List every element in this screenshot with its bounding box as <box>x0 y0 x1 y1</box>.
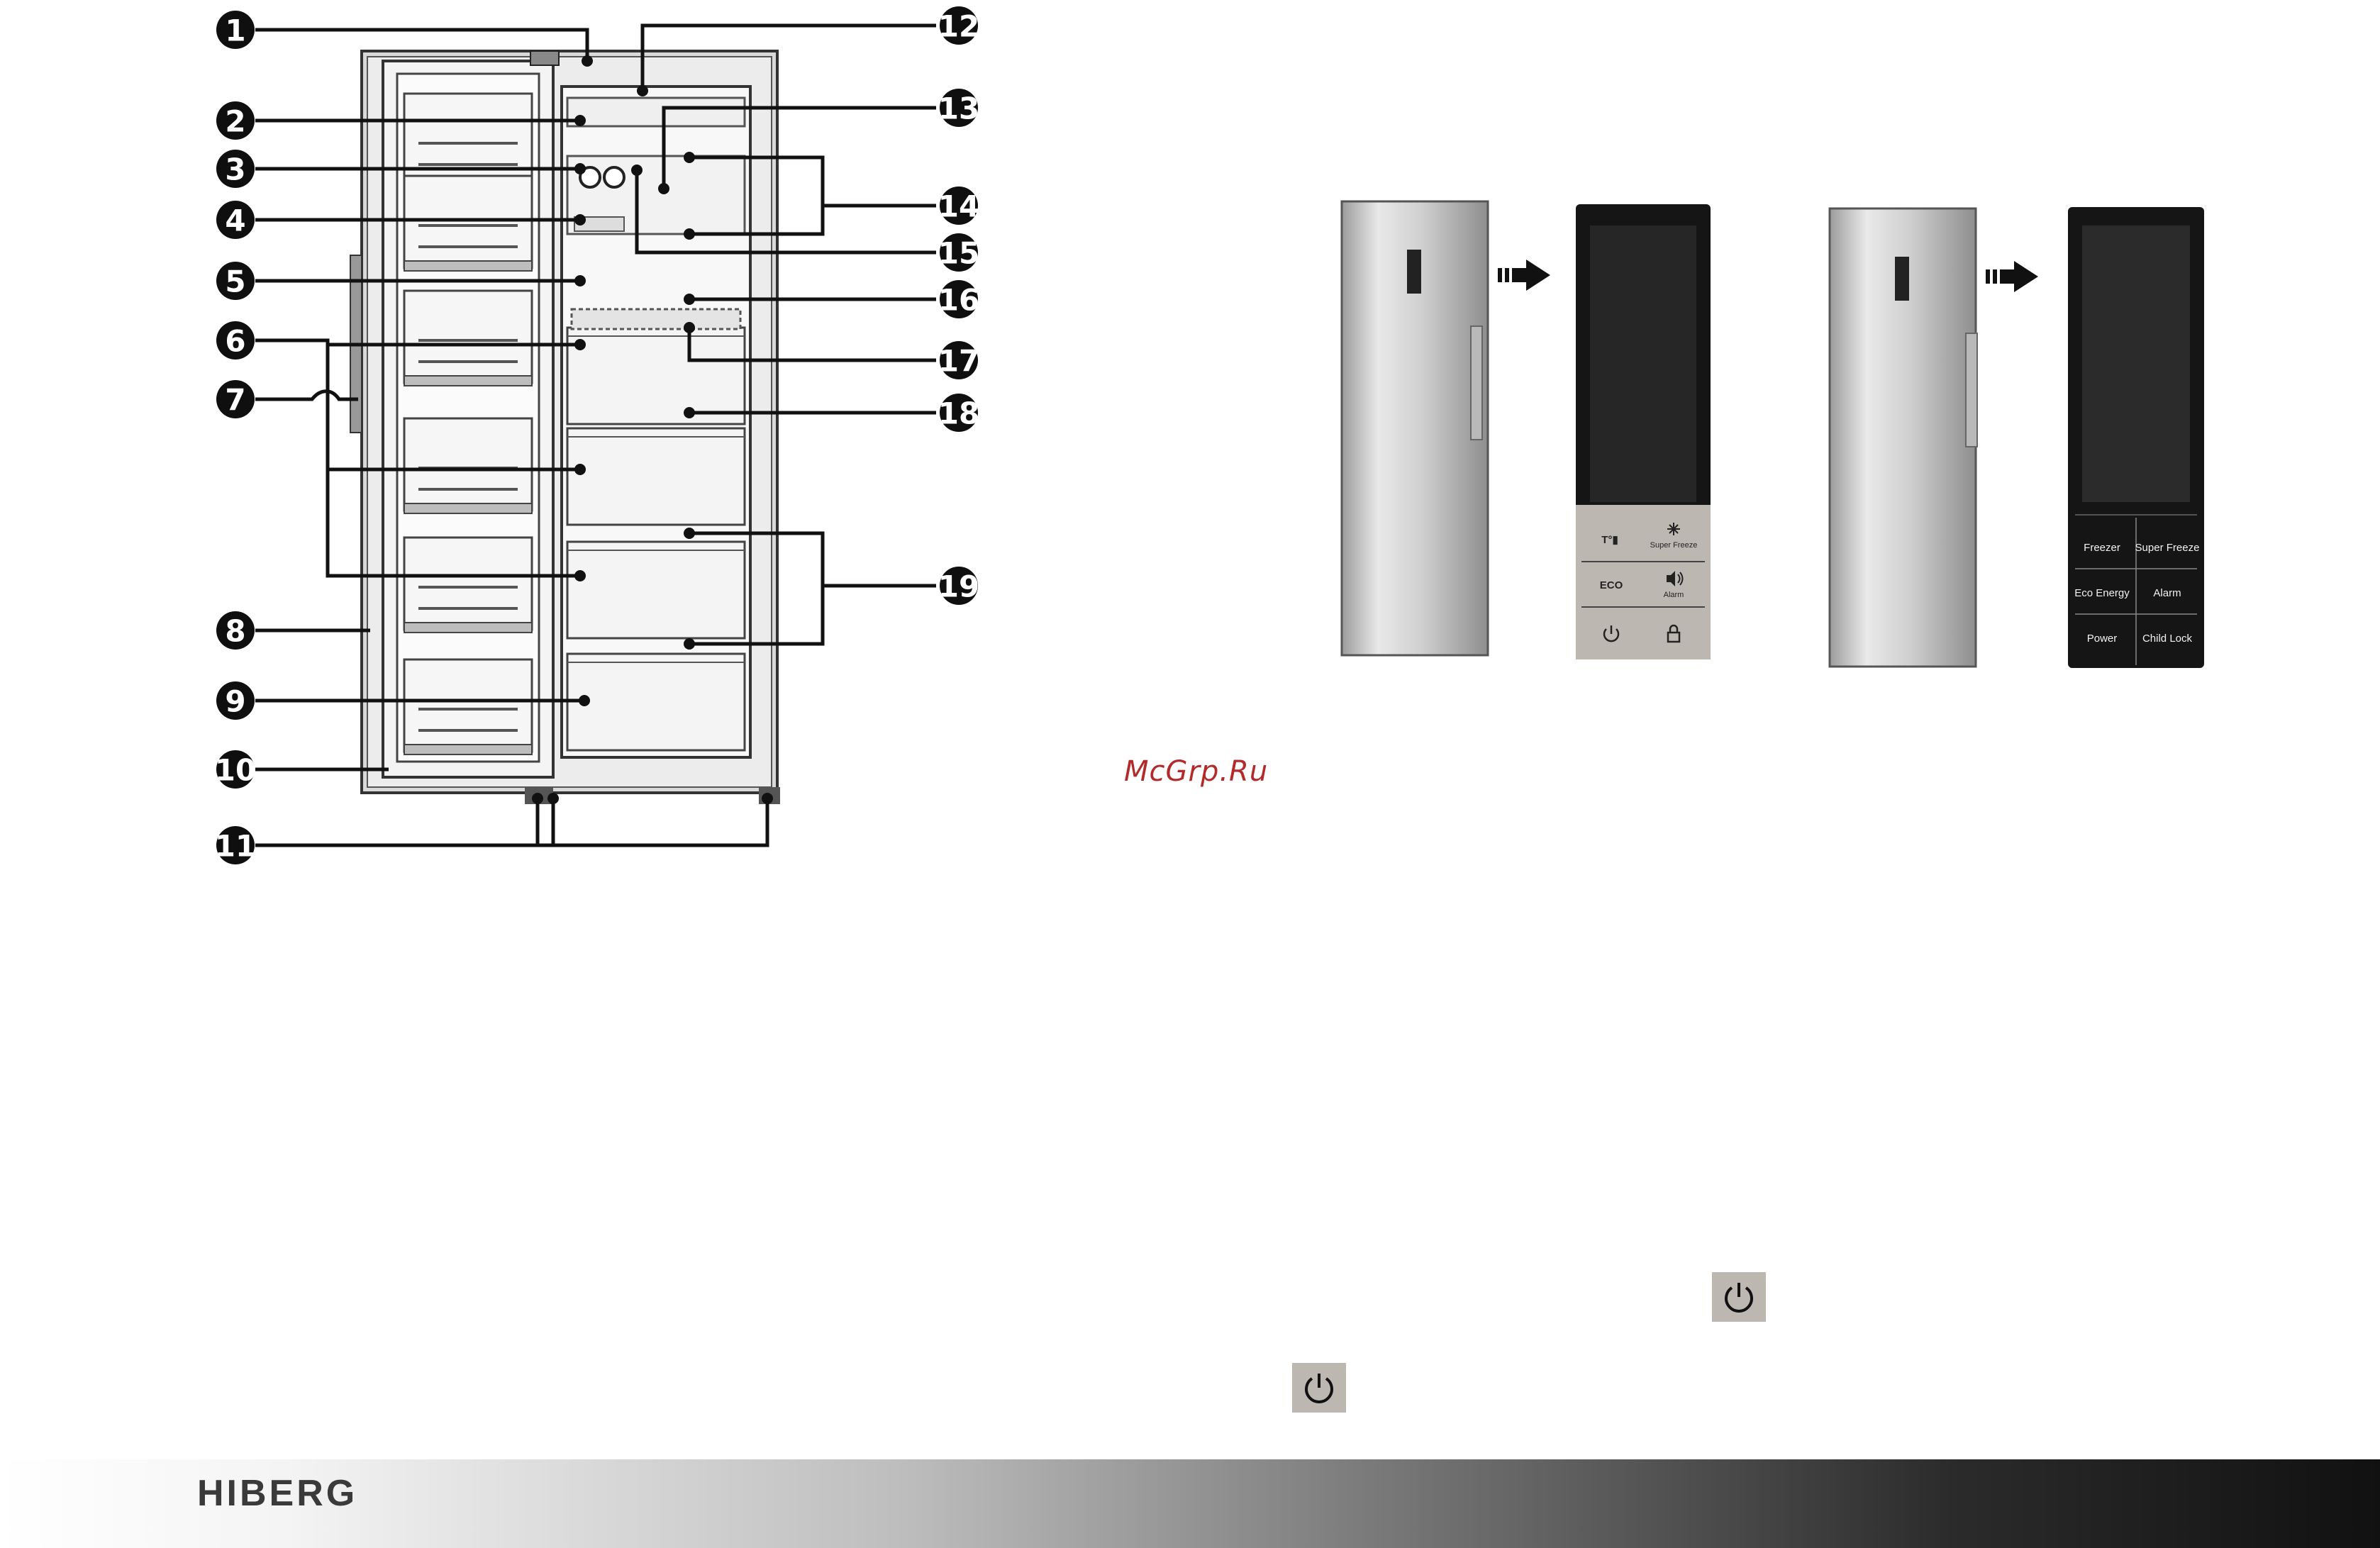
callout-13: 13 <box>938 89 979 127</box>
callout-9: 9 <box>216 681 255 720</box>
eco-label[interactable]: ECO <box>1600 579 1623 591</box>
callout-19: 19 <box>938 567 979 605</box>
callout-12: 12 <box>938 6 979 45</box>
callout-number: 13 <box>938 91 979 126</box>
freezer-button[interactable]: Freezer <box>2084 542 2120 554</box>
control-panel-a: T°▮ Super Freeze ECO Alarm <box>1576 204 1711 659</box>
door-shelf <box>404 659 532 754</box>
callout-3: 3 <box>216 150 255 188</box>
callout-number: 11 <box>215 829 256 864</box>
callout-number: 12 <box>938 9 979 44</box>
callout-number: 2 <box>225 104 245 139</box>
freezer-drawer <box>567 328 745 424</box>
super-freeze-button[interactable]: Super Freeze <box>2135 542 2200 554</box>
callout-16: 16 <box>938 280 979 318</box>
alarm-label[interactable]: Alarm <box>1664 591 1684 599</box>
callout-1: 1 <box>216 11 255 49</box>
callout-15: 15 <box>938 233 979 272</box>
callout-number: 15 <box>938 236 979 271</box>
callout-number: 14 <box>938 189 979 224</box>
callout-number: 3 <box>225 152 245 187</box>
callout-number: 5 <box>225 265 245 299</box>
callout-6: 6 <box>216 321 255 360</box>
freezer-front-variant-b <box>1830 208 1977 667</box>
brand-logo: HIBERG <box>197 1472 357 1515</box>
door-shelf <box>404 538 532 633</box>
callout-number: 6 <box>225 324 245 359</box>
callout-number: 1 <box>225 13 245 48</box>
callout-number: 16 <box>938 283 979 318</box>
temp-label[interactable]: T°▮ <box>1601 534 1618 546</box>
callout-number: 7 <box>225 383 245 418</box>
watermark-text: McGrp.Ru <box>1124 755 1268 788</box>
callout-11: 11 <box>215 826 256 864</box>
door-shelf <box>404 94 532 189</box>
power-icon <box>1292 1363 1346 1413</box>
callout-17: 17 <box>938 341 979 379</box>
callout-5: 5 <box>216 262 255 300</box>
super-freeze-label[interactable]: Super Freeze <box>1650 541 1698 550</box>
callout-number: 8 <box>225 614 245 649</box>
callout-18: 18 <box>938 394 979 432</box>
control-panel-b: Freezer Super Freeze Eco Energy Alarm Po… <box>2068 207 2204 668</box>
child-lock-button[interactable]: Child Lock <box>2142 633 2193 645</box>
alarm-button[interactable]: Alarm <box>2153 587 2181 599</box>
callout-4: 4 <box>216 201 255 239</box>
callout-number: 17 <box>938 344 979 379</box>
door-shelf <box>404 291 532 386</box>
callout-number: 18 <box>938 396 979 431</box>
callout-10: 10 <box>215 750 256 789</box>
door-shelf <box>404 418 532 513</box>
callout-number: 10 <box>215 753 256 788</box>
arrow-icon <box>1986 261 2038 292</box>
control-panel-figures: T°▮ Super Freeze ECO Alarm <box>1333 191 2227 681</box>
callout-14: 14 <box>938 186 979 225</box>
freezer-drawer <box>567 542 745 638</box>
power-button[interactable]: Power <box>2087 633 2118 645</box>
freezer-drawer <box>567 654 745 750</box>
callout-number: 9 <box>225 684 245 719</box>
callout-2: 2 <box>216 101 255 140</box>
freezer-front-variant-a <box>1342 201 1488 655</box>
callout-number: 19 <box>938 569 979 604</box>
freezer-drawer <box>567 428 745 525</box>
eco-energy-button[interactable]: Eco Energy <box>2074 587 2130 599</box>
callout-7: 7 <box>216 380 255 418</box>
power-icon <box>1712 1272 1766 1322</box>
callout-8: 8 <box>216 611 255 650</box>
arrow-icon <box>1498 260 1550 291</box>
callout-number: 4 <box>225 204 245 238</box>
door-shelf <box>404 176 532 271</box>
